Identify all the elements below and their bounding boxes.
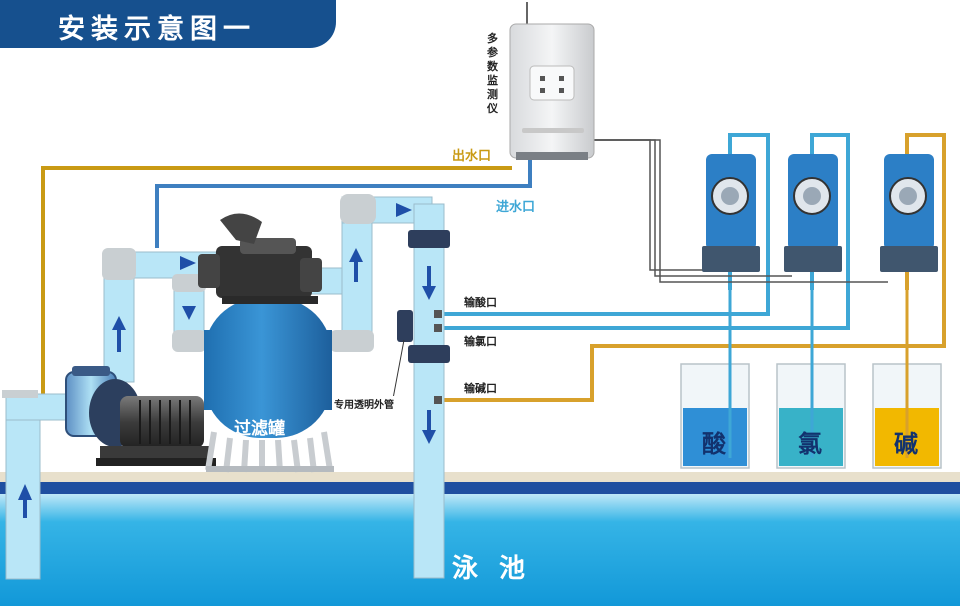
outlet-label: 出水口 bbox=[452, 149, 492, 164]
monitor-label-char: 测 bbox=[487, 88, 498, 101]
dosing-lines bbox=[433, 133, 946, 402]
title-banner bbox=[0, 0, 336, 48]
flow-arrow-up-icon bbox=[18, 484, 32, 500]
pool-edge bbox=[0, 482, 960, 494]
monitor-label-char: 仪 bbox=[487, 102, 498, 115]
filter-return-pipe bbox=[299, 194, 450, 579]
chlorine-port-label: 输氯口 bbox=[464, 335, 497, 348]
filter-tank bbox=[198, 213, 334, 473]
acid-port-label: 输酸口 bbox=[464, 296, 497, 309]
pipe-note-label: 专用透明外管 bbox=[334, 396, 394, 411]
dosing-pump-acid bbox=[702, 154, 760, 272]
flow-arrow-up-icon bbox=[349, 248, 363, 262]
monitor-label-char: 参 bbox=[487, 46, 498, 59]
monitor-label-char: 多 bbox=[487, 32, 498, 45]
acid-port-stub bbox=[434, 310, 442, 318]
chemical-tank-chlorine bbox=[776, 290, 846, 469]
flow-arrow-right-icon bbox=[180, 256, 196, 270]
monitor-label: 多 参 数 监 测 仪 bbox=[487, 32, 501, 116]
filter-tank-label: 过滤罐 bbox=[234, 419, 285, 439]
flow-arrow-down-icon bbox=[422, 430, 436, 444]
alkali-port-label: 输碱口 bbox=[464, 382, 497, 395]
flow-arrow-right-icon bbox=[396, 203, 412, 217]
dosing-pump-chlorine bbox=[784, 154, 842, 272]
chlorine-port-stub bbox=[434, 324, 442, 332]
alkali-port-stub bbox=[434, 396, 442, 404]
pipe-union-top bbox=[408, 230, 450, 248]
alkali-feed-line bbox=[433, 133, 946, 402]
pool-label: 泳 池 bbox=[452, 554, 532, 584]
flow-arrow-up-icon bbox=[112, 316, 126, 330]
page-title: 安装示意图一 bbox=[58, 14, 256, 45]
alkali-tank-label: 碱 bbox=[894, 430, 918, 458]
monitor-display bbox=[529, 65, 575, 101]
flow-arrows bbox=[18, 203, 436, 518]
flow-arrow-down-icon bbox=[182, 306, 196, 320]
dosing-pump-alkali bbox=[880, 154, 938, 272]
pool bbox=[0, 472, 960, 606]
chemical-tank-alkali bbox=[872, 290, 942, 469]
acid-tank-liquid bbox=[683, 408, 747, 466]
monitor-label-char: 数 bbox=[487, 60, 498, 73]
pipe-note-leader bbox=[391, 339, 405, 405]
outlet-sample-line bbox=[41, 166, 512, 395]
flow-arrow-down-icon bbox=[422, 286, 436, 300]
acid-tank-label: 酸 bbox=[702, 430, 726, 458]
pool-water bbox=[0, 494, 960, 606]
control-cables bbox=[592, 139, 888, 283]
suction-pipe bbox=[2, 390, 77, 580]
pool-pump bbox=[65, 366, 216, 466]
sensor-flow-cell bbox=[397, 310, 413, 342]
monitor-label-char: 监 bbox=[487, 74, 498, 87]
multi-parameter-monitor bbox=[509, 2, 595, 160]
inlet-label: 进水口 bbox=[496, 200, 536, 215]
chlorine-tank-label: 氯 bbox=[798, 430, 822, 458]
inlet-sample-line bbox=[155, 160, 532, 248]
injection-port-stubs bbox=[434, 310, 442, 404]
chemical-tank-acid bbox=[680, 290, 750, 469]
pipe-union-bottom bbox=[408, 345, 450, 363]
